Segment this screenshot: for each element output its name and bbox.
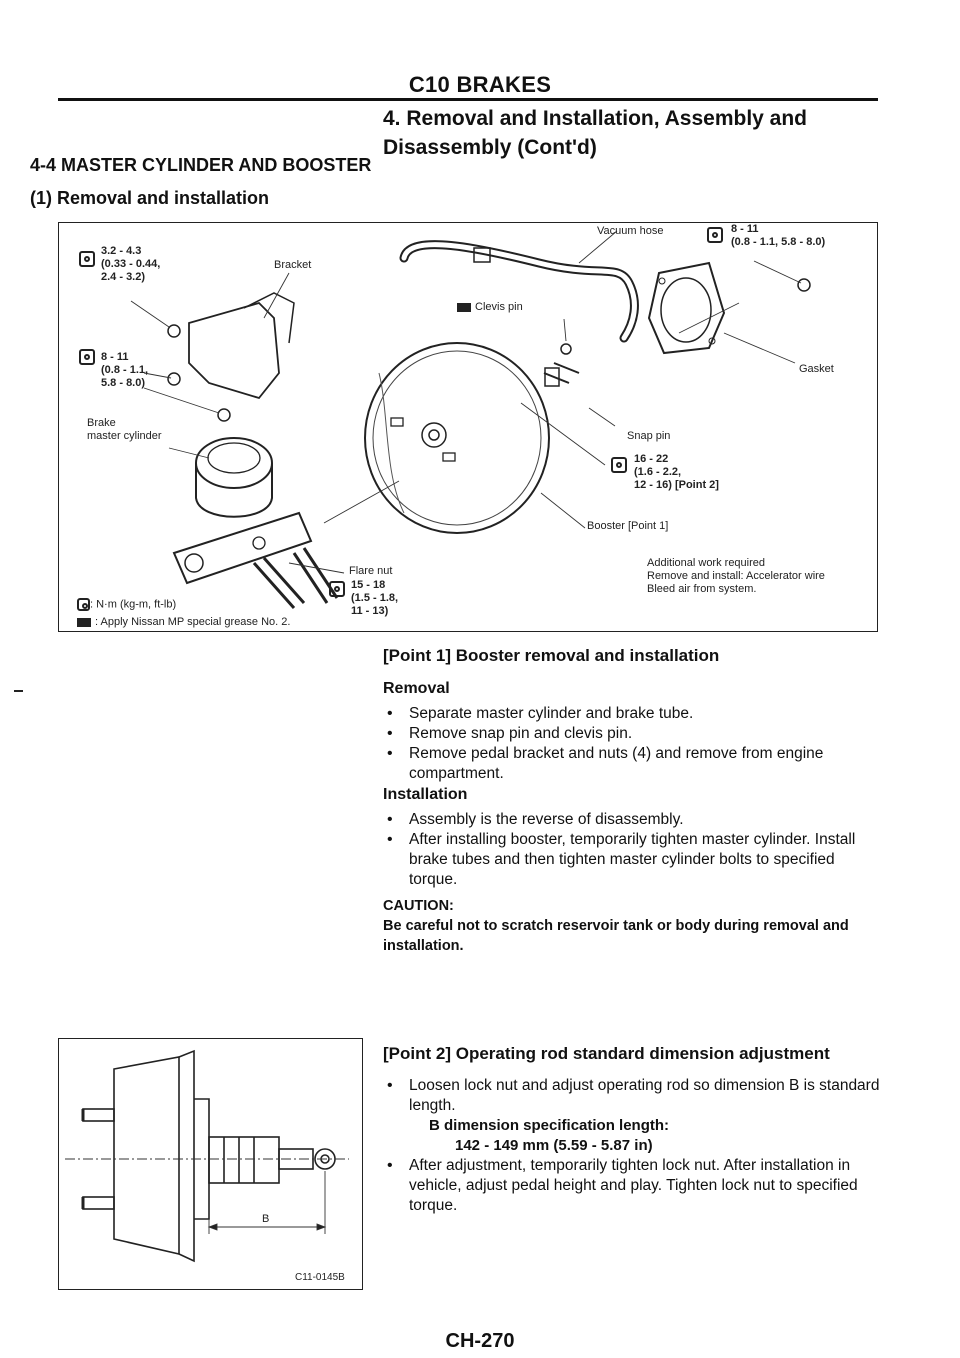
margin-mark bbox=[14, 690, 23, 692]
torque-spec-point2: 16 - 22 (1.6 - 2.2, 12 - 16) [Point 2] bbox=[634, 453, 719, 491]
removal-step-1: Separate master cylinder and brake tube. bbox=[383, 704, 883, 724]
section-subtitle: 4. Removal and Installation, Assembly an… bbox=[383, 104, 807, 162]
removal-installation-figure: 3.2 - 4.3 (0.33 - 0.44, 2.4 - 3.2) Brack… bbox=[58, 222, 878, 632]
subsection-heading: (1) Removal and installation bbox=[30, 188, 270, 208]
brake-master-cylinder-label: Brake master cylinder bbox=[87, 417, 162, 442]
torque-icon bbox=[77, 598, 90, 611]
torque-icon bbox=[611, 457, 627, 473]
operating-rod-figure: B C11-0145B bbox=[58, 1038, 363, 1290]
clevis-pin-text: Clevis pin bbox=[475, 301, 523, 313]
subtitle-line-1: 4. Removal and Installation, Assembly an… bbox=[383, 107, 808, 130]
torque-icon bbox=[329, 581, 345, 597]
torque-spec-nut: 8 - 11 (0.8 - 1.1, 5.8 - 8.0) bbox=[101, 351, 149, 389]
point1-title: [Point 1] Booster removal and installati… bbox=[383, 646, 720, 665]
flare-nut-label: Flare nut bbox=[349, 565, 393, 577]
point1-section: [Point 1] Booster removal and installati… bbox=[383, 646, 883, 956]
section-heading: 4-4 MASTER CYLINDER AND BOOSTER bbox=[30, 155, 372, 175]
torque-spec-flare-nut: 15 - 18 (1.5 - 1.8, 11 - 13) bbox=[351, 579, 399, 617]
subtitle-line-2: Disassembly (Cont'd) bbox=[383, 136, 597, 159]
legend-units: : N·m (kg-m, ft-lb) bbox=[77, 585, 176, 611]
spec-label: B dimension specification length: bbox=[429, 1117, 670, 1134]
adjust-step-2: After adjustment, temporarily tighten lo… bbox=[383, 1156, 883, 1216]
grease-icon bbox=[457, 302, 471, 312]
installation-step-2: After installing booster, temporarily ti… bbox=[383, 830, 883, 890]
installation-heading: Installation bbox=[383, 786, 468, 803]
spec-value: 142 - 149 mm (5.59 - 5.87 in) bbox=[455, 1137, 653, 1154]
bracket-label: Bracket bbox=[274, 259, 312, 271]
header-rule bbox=[58, 98, 878, 101]
additional-work-note: Additional work required Remove and inst… bbox=[647, 557, 825, 595]
page-header-title: C10 BRAKES bbox=[408, 72, 552, 97]
clevis-pin-label: Clevis pin bbox=[457, 301, 523, 314]
point2-title: [Point 2] Operating rod standard dimensi… bbox=[383, 1044, 830, 1063]
page-number: CH-270 bbox=[445, 1330, 515, 1352]
torque-icon bbox=[707, 227, 723, 243]
legend-grease-text: : Apply Nissan MP special grease No. 2. bbox=[95, 616, 291, 628]
removal-step-3: Remove pedal bracket and nuts (4) and re… bbox=[383, 744, 883, 784]
figure-code: C11-0145B bbox=[295, 1272, 345, 1283]
gasket-label: Gasket bbox=[799, 363, 834, 375]
caution-text: Be careful not to scratch reservoir tank… bbox=[383, 918, 849, 954]
legend-grease: : Apply Nissan MP special grease No. 2. bbox=[77, 603, 290, 629]
legend-units-text: : N·m (kg-m, ft-lb) bbox=[90, 598, 177, 611]
torque-spec-booster-nut: 8 - 11 (0.8 - 1.1, 5.8 - 8.0) bbox=[731, 223, 826, 248]
booster-label: Booster [Point 1] bbox=[587, 520, 669, 532]
booster-assembly-drawing bbox=[130, 230, 811, 609]
point2-section: [Point 2] Operating rod standard dimensi… bbox=[383, 1044, 883, 1216]
dimension-b-label: B bbox=[262, 1213, 270, 1225]
removal-heading: Removal bbox=[383, 680, 450, 697]
booster-dimension-drawing bbox=[65, 1049, 349, 1263]
grease-icon bbox=[77, 617, 91, 627]
snap-pin-label: Snap pin bbox=[627, 430, 671, 442]
installation-step-1: Assembly is the reverse of disassembly. bbox=[383, 810, 883, 830]
torque-icon bbox=[79, 349, 95, 365]
torque-icon bbox=[79, 251, 95, 267]
torque-spec-bracket-bolt: 3.2 - 4.3 (0.33 - 0.44, 2.4 - 3.2) bbox=[101, 245, 161, 283]
adjust-step-1: Loosen lock nut and adjust operating rod… bbox=[383, 1076, 883, 1116]
removal-step-2: Remove snap pin and clevis pin. bbox=[383, 724, 883, 744]
vacuum-hose-label: Vacuum hose bbox=[597, 225, 664, 237]
caution-heading: CAUTION: bbox=[383, 898, 454, 914]
